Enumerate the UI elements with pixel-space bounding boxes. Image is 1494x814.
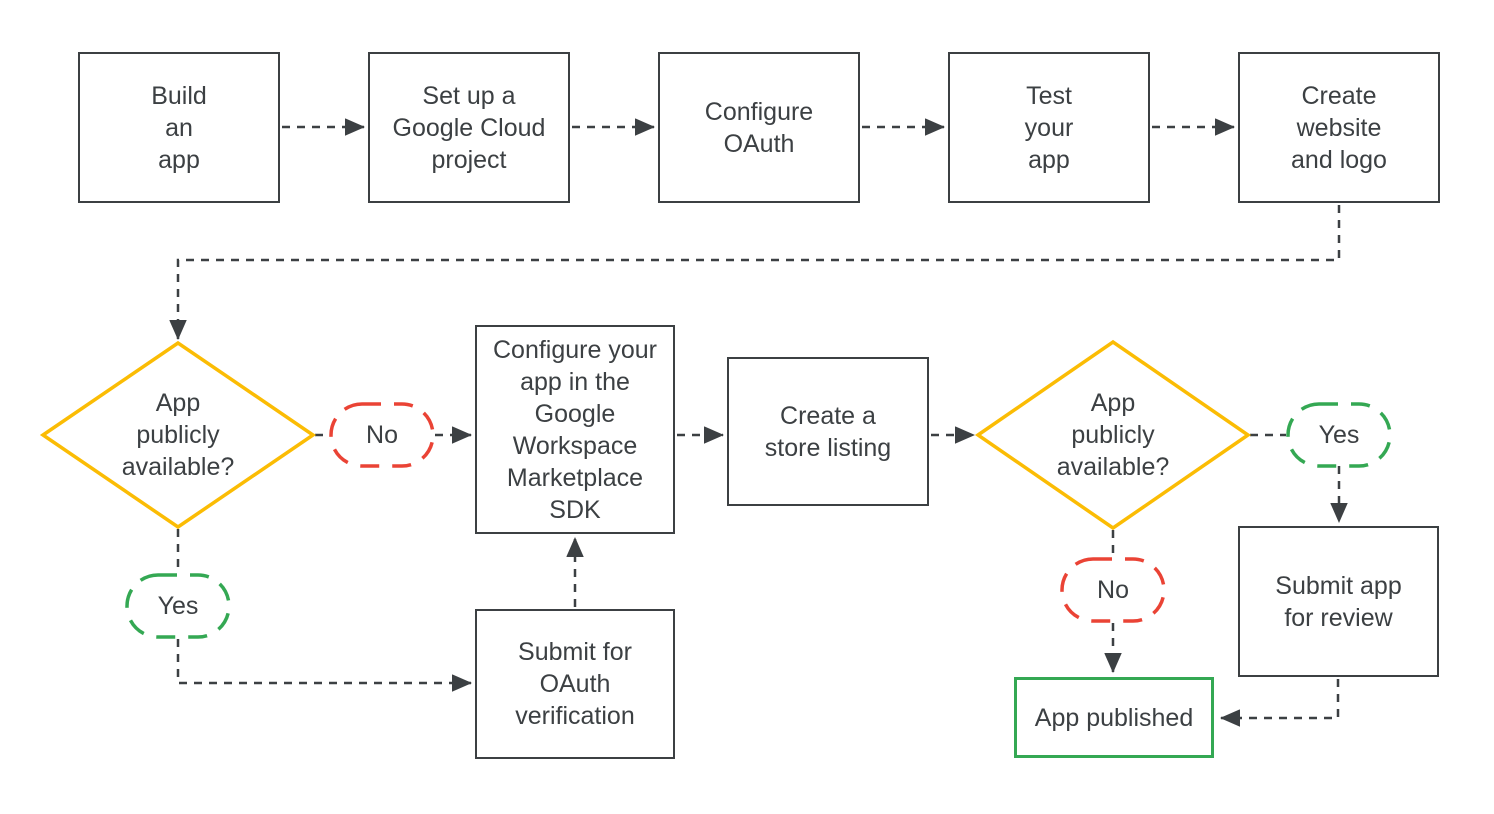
no-right-oval <box>1060 557 1166 623</box>
node-app-published: App published <box>1014 677 1214 758</box>
connector-submit-review-to-app-published <box>1220 679 1340 727</box>
node-configure-oauth: Configure OAuth <box>658 52 860 203</box>
node-setup-google-cloud-project: Set up a Google Cloud project <box>368 52 570 203</box>
node-build-app: Build an app <box>78 52 280 203</box>
node-configure-marketplace-sdk: Configure your app in the Google Workspa… <box>475 325 675 534</box>
node-submit-oauth-verification: Submit for OAuth verification <box>475 609 675 759</box>
node-create-store-listing: Create a store listing <box>727 357 929 506</box>
yes-left-oval <box>125 573 231 639</box>
node-test-your-app: Test your app <box>948 52 1150 203</box>
connector-website-to-decision-left <box>169 205 1341 340</box>
node-create-website-and-logo: Create website and logo <box>1238 52 1440 203</box>
yes-right-oval <box>1286 402 1392 468</box>
no-left-oval <box>329 402 435 468</box>
connector-yes-to-oauth-verification <box>176 639 472 692</box>
decision-left-diamond <box>39 340 317 530</box>
decision-right-diamond <box>974 339 1252 531</box>
node-submit-app-for-review: Submit app for review <box>1238 526 1439 677</box>
